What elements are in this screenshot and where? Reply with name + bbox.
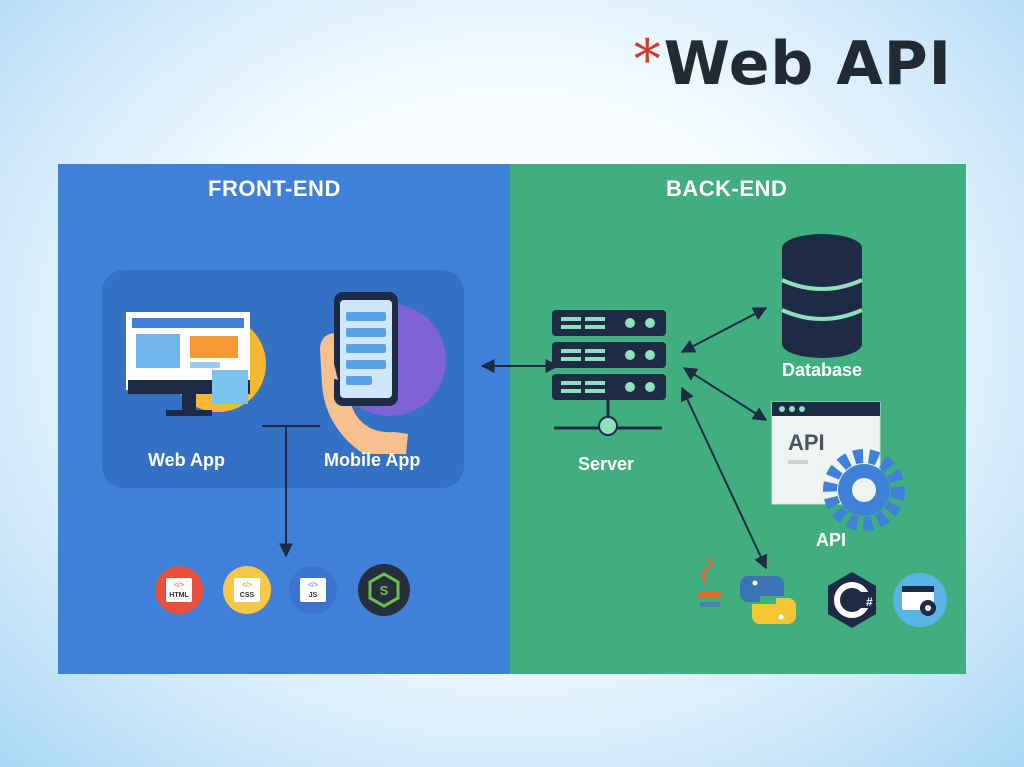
front-end-heading: FRONT-END <box>208 176 341 201</box>
back-end-connectors <box>680 307 768 570</box>
svg-text:</>: </> <box>242 582 252 589</box>
gear-icon <box>823 449 905 531</box>
nodejs-icon: S <box>358 564 410 616</box>
slide-title-text: Web API <box>663 29 952 99</box>
slide-title: *Web API <box>634 28 952 99</box>
api-label: API <box>816 530 847 550</box>
server-icon <box>552 310 666 436</box>
svg-text:#: # <box>866 595 873 609</box>
svg-text:</>: </> <box>308 582 318 589</box>
csharp-icon: # <box>828 572 876 628</box>
gear-window-icon <box>893 573 947 627</box>
svg-text:S: S <box>380 583 389 598</box>
database-icon <box>781 234 863 358</box>
python-icon <box>740 576 796 624</box>
web-app-icon <box>126 312 266 416</box>
css-icon: </> CSS <box>223 566 271 614</box>
css-icon-text: CSS <box>240 592 255 599</box>
java-icon <box>698 556 722 607</box>
js-icon-text: JS <box>309 592 318 599</box>
html-icon: </> HTML <box>155 566 203 614</box>
mobile-app-label: Mobile App <box>324 450 421 470</box>
architecture-diagram: </> HTML </> CSS </> JS S <box>58 164 966 674</box>
diagram-graphics: </> HTML </> CSS </> JS S <box>126 234 947 628</box>
html-icon-text: HTML <box>169 592 189 599</box>
back-end-heading: BACK-END <box>666 176 788 201</box>
js-icon: </> JS <box>289 566 337 614</box>
server-label: Server <box>578 454 635 474</box>
title-bullet: * <box>633 28 662 91</box>
database-label: Database <box>782 360 863 380</box>
web-app-label: Web App <box>148 450 225 470</box>
mobile-app-icon <box>320 292 446 454</box>
front-end-connectors <box>262 359 560 558</box>
svg-text:</>: </> <box>174 582 184 589</box>
api-window-text: API <box>788 430 825 455</box>
